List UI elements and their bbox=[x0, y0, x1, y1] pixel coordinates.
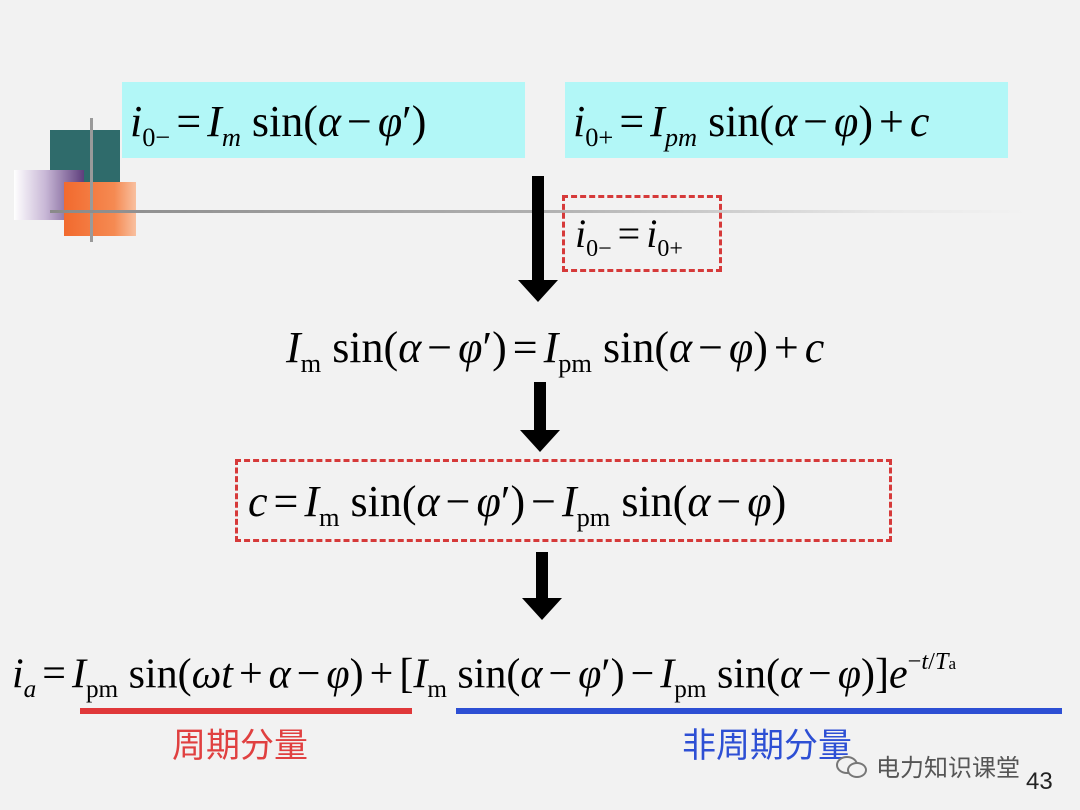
equation-step: Im sin(α−φ′)=Ipm sin(α−φ)+c bbox=[286, 323, 825, 379]
condition-box: i0−=i0+ bbox=[562, 195, 722, 272]
watermark-text: 电力知识课堂 bbox=[876, 754, 1020, 782]
watermark: 电力知识课堂 bbox=[836, 748, 1020, 783]
equation-final: ia=Ipm sin(ωt+α−φ)+[Im sin(α−φ′)−Ipm sin… bbox=[12, 648, 957, 703]
arrow-down-2 bbox=[520, 382, 560, 452]
arrow-down-3 bbox=[522, 552, 562, 620]
equation-left: i0−=Im sin(α−φ′) bbox=[122, 82, 525, 158]
periodic-underline bbox=[80, 708, 412, 714]
logo-orange-square bbox=[64, 182, 136, 236]
aperiodic-underline bbox=[456, 708, 1062, 714]
periodic-component-label: 周期分量 bbox=[172, 726, 308, 766]
aperiodic-component-label: 非周期分量 bbox=[682, 726, 852, 766]
arrow-down-1 bbox=[518, 176, 558, 302]
wechat-icon bbox=[836, 754, 868, 778]
logo-vertical-line bbox=[90, 118, 93, 242]
equation-c-box: c=Im sin(α−φ′)−Ipm sin(α−φ) bbox=[235, 459, 892, 542]
page-number: 43 bbox=[1026, 768, 1053, 795]
equation-right: i0+=Ipm sin(α−φ)+c bbox=[565, 82, 1008, 158]
